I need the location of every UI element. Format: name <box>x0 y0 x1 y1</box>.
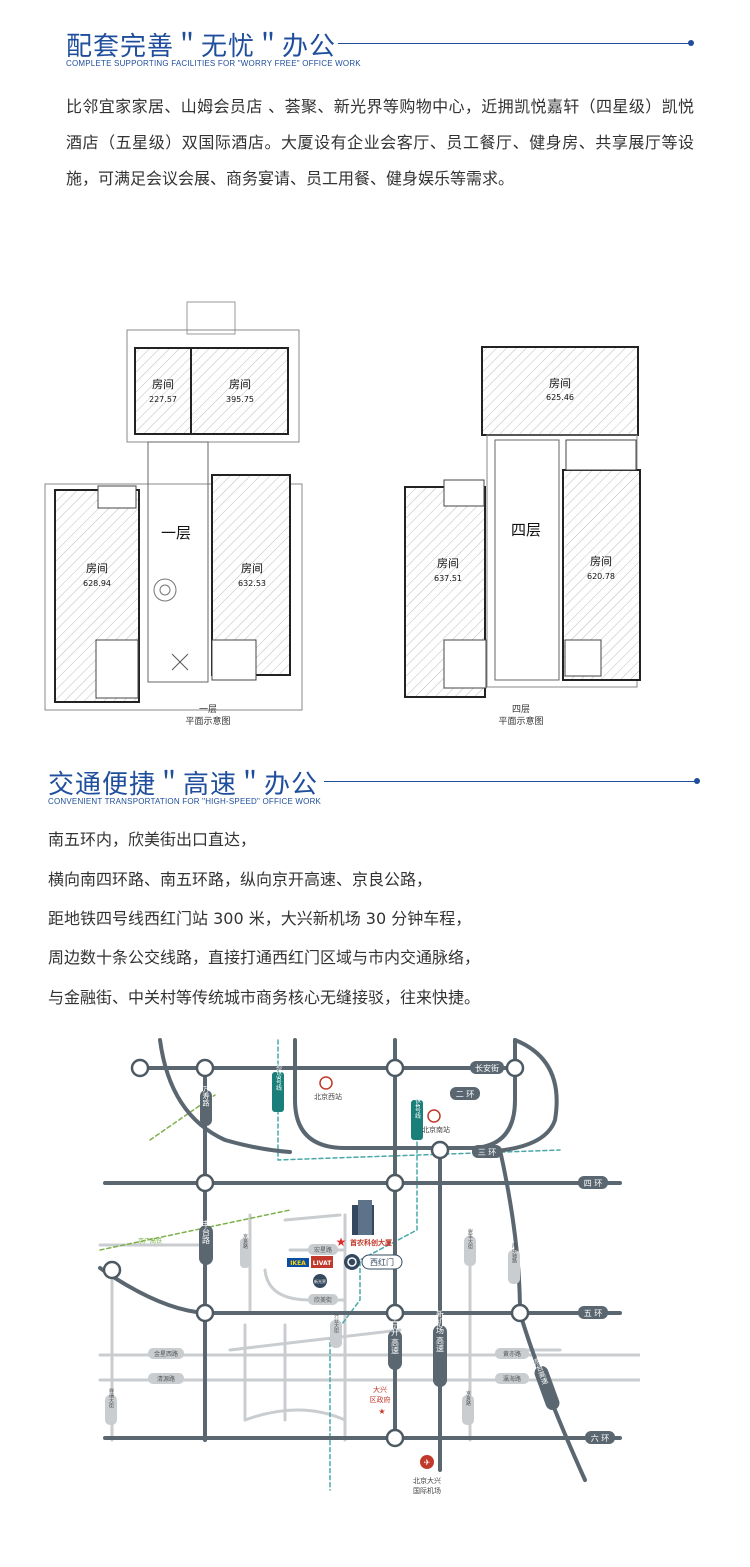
section2-rule <box>324 781 696 782</box>
transport-line-4: 周边数十条公交线路，直接打通西红门区域与市内交通脉络， <box>48 948 481 967</box>
label-qingyuan: 清源路 <box>157 1375 175 1383</box>
floor1-plan <box>44 301 303 711</box>
label-ring5: 五 环 <box>584 1309 603 1318</box>
label-xinmei: 欣美街 <box>314 1296 332 1304</box>
section1-rule <box>338 43 690 44</box>
section1-paragraph: 比邻宜家家居、山姆会员店 、荟聚、新光界等购物中心，近拥凯悦嘉轩（四星级）凯悦酒… <box>66 97 694 188</box>
station-west: 北京西站 <box>314 1076 342 1101</box>
floor1-room-b-area: 395.75 <box>226 395 254 404</box>
label-huangyi: 黄亦路 <box>503 1350 521 1358</box>
label-ring6: 六 环 <box>591 1433 610 1443</box>
label-metro4: 地铁4号线 <box>414 1090 421 1119</box>
floor4-room-a-name: 房间 <box>549 377 571 390</box>
label-ring2: 二 环 <box>456 1090 475 1099</box>
floor1-label: 一层 <box>161 524 191 542</box>
label-livat: LIVAT <box>313 1260 332 1267</box>
floor1-room-c-area: 628.94 <box>83 579 111 588</box>
label-building: 首农科创大厦 <box>350 1238 393 1247</box>
floor4-room-a <box>481 346 639 436</box>
section2-subtitle: CONVENIENT TRANSPORTATION FOR "HIGH-SPEE… <box>48 797 322 806</box>
svg-text:★: ★ <box>378 1407 385 1416</box>
label-jinxing: 金星西路 <box>154 1350 178 1358</box>
label-daxing-district: 大兴 <box>373 1385 387 1394</box>
svg-text:国际机场: 国际机场 <box>413 1486 441 1495</box>
floor4-room-a-area: 625.46 <box>546 393 574 402</box>
station-south: 北京南站 <box>422 1109 450 1134</box>
transport-line-3: 距地铁四号线西红门站 300 米，大兴新机场 30 分钟车程， <box>48 909 472 928</box>
transport-line-2: 横向南四环路、南五环路，纵向京开高速、京良公路， <box>48 870 433 889</box>
floor1-room-c-name: 房间 <box>86 562 108 575</box>
svg-text:★: ★ <box>336 1235 347 1249</box>
section2-rule-dot <box>694 778 700 784</box>
svg-text:✈: ✈ <box>424 1458 431 1467</box>
label-metro9: 地铁9号线 <box>275 1062 282 1091</box>
floor4-room-b-name: 房间 <box>437 557 459 570</box>
label-ikea: IKEA <box>290 1260 306 1267</box>
floor1-room-a <box>134 347 192 435</box>
section1-rule-dot <box>688 40 694 46</box>
floor1-caption-2: 平面示意图 <box>185 715 230 727</box>
floor1-room-d-area: 632.53 <box>238 579 266 588</box>
floor1-caption-1: 一层 <box>199 704 217 715</box>
label-beijing-south: 北京南站 <box>422 1125 450 1134</box>
transport-line-5: 与金融街、中关村等传统城市商务核心无缝接驳，往来快捷。 <box>48 988 481 1007</box>
transport-line-1: 南五环内，欣美街出口直达， <box>48 830 257 849</box>
floor4-caption-1: 四层 <box>512 704 530 715</box>
label-xingguang: 新光界 <box>314 1278 326 1284</box>
label-fengtai: 丰台路 <box>202 1219 211 1244</box>
floor4-room-b-area: 637.51 <box>434 574 462 583</box>
label-xinjichang: 新机场 高速 <box>436 1309 445 1354</box>
label-ying: 瀛海路 <box>503 1375 521 1383</box>
floor4-label: 四层 <box>511 521 541 539</box>
label-jingliang: 京良路 <box>242 1233 248 1250</box>
label-jingliang2: 京良路 <box>465 1390 471 1407</box>
section2-title: 交通便捷＂高速＂办公 <box>48 770 319 800</box>
floor-plans: 一层 房间 227.57 房间 395.75 房间 628.94 房间 632.… <box>44 301 641 727</box>
label-xingfeng: 兴丰大街 <box>467 1228 473 1250</box>
floor4-room-c-area: 620.78 <box>587 572 615 581</box>
floor1-room-d-name: 房间 <box>241 562 263 575</box>
label-jingkai: 京开 高速 <box>391 1319 400 1356</box>
floor1-room-a-area: 227.57 <box>149 395 177 404</box>
svg-text:区政府: 区政府 <box>370 1395 391 1404</box>
floor1-room-b-name: 房间 <box>229 378 251 391</box>
location-map: 长安街 二 环 三 环 四 环 五 环 六 环 万寿路 丰台路 京开 高速 新机… <box>98 1038 640 1495</box>
building-marker: ★ 首农科创大厦 <box>336 1200 393 1249</box>
floor1-room-a-name: 房间 <box>152 378 174 391</box>
label-ring4: 四 环 <box>584 1179 603 1188</box>
label-xingye: 兴业大街 <box>333 1312 339 1334</box>
label-ring3: 三 环 <box>478 1148 497 1157</box>
xihongmen-station: 西红门 <box>344 1254 403 1270</box>
label-xiangrui: 祥瑞大街 <box>108 1387 114 1409</box>
label-hongxing: 宏星路 <box>314 1246 332 1254</box>
floor4-room-c-name: 房间 <box>590 555 612 568</box>
label-changan: 长安街 <box>475 1063 499 1073</box>
label-rail-green: 京广高铁 <box>138 1237 162 1245</box>
section1-title: 配套完善＂无忧＂办公 <box>66 32 337 62</box>
svg-text:北京大兴: 北京大兴 <box>413 1476 441 1485</box>
section1-subtitle: COMPLETE SUPPORTING FACILITIES FOR "WORR… <box>66 59 361 68</box>
floor4-plan <box>404 346 641 698</box>
road-labels: 长安街 二 环 三 环 四 环 五 环 六 环 万寿路 丰台路 京开 高速 新机… <box>199 1061 615 1444</box>
label-nanzhong: 南中轴路 <box>511 1242 517 1264</box>
floor1-room-b <box>190 347 289 435</box>
label-wanshou: 万寿路 <box>202 1086 210 1108</box>
label-beijing-west: 北京西站 <box>314 1092 342 1101</box>
label-xihongmen: 西红门 <box>370 1257 394 1267</box>
floor4-caption-2: 平面示意图 <box>498 715 543 727</box>
airport-marker: ✈ 北京大兴 国际机场 <box>413 1455 441 1495</box>
